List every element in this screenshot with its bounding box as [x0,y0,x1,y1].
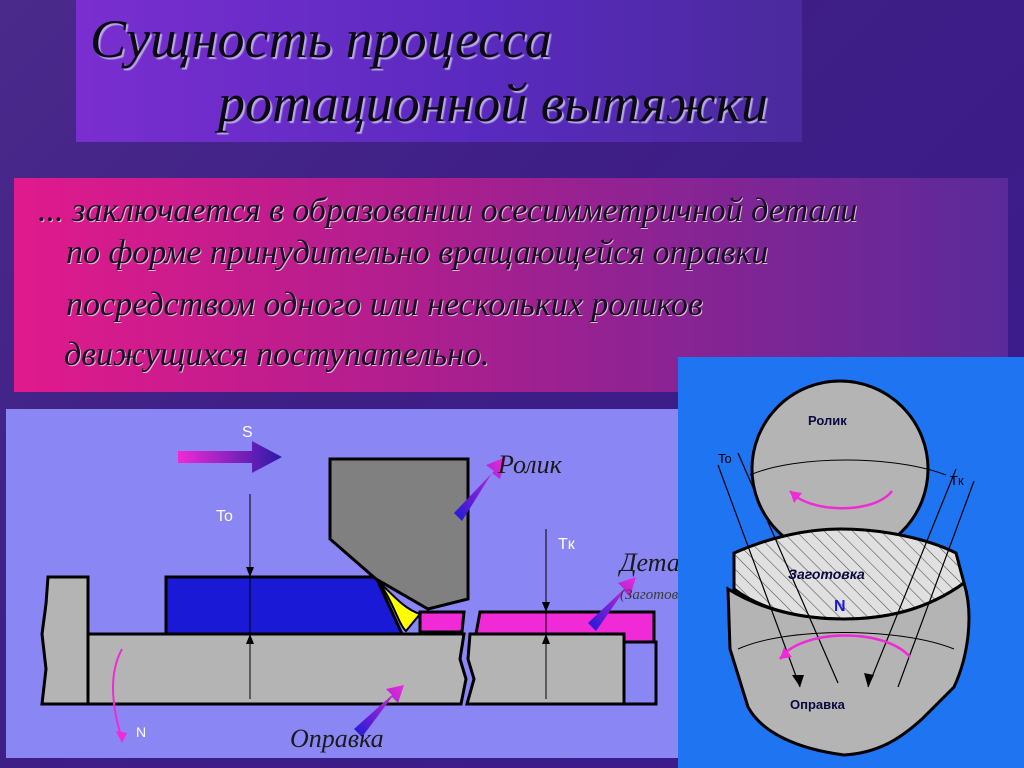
tk-guide-line-1 [867,468,957,688]
label-tk: Tк [558,536,576,553]
formed-part-left [418,610,466,634]
pointer-arrow-part [588,577,636,631]
mandrel-arc [737,632,955,650]
tk-guide-line-2 [897,480,975,688]
pointer-arrow-mandrel [354,685,404,737]
pointer-arrow-roller [454,457,506,521]
label-roller-right: Ролик [808,413,847,428]
roller-tool [328,457,470,611]
tk-arrow-bottom [542,634,550,644]
tk-arrow-top [542,602,550,612]
to-arrow-bottom [246,634,254,644]
tk-guide-arrow [864,673,874,687]
label-tk-right: Tк [950,473,964,488]
label-mandrel: Оправка [290,724,384,753]
label-blank-right: Заготовка [788,566,865,582]
to-guide-line-2 [737,452,839,684]
title-line-2: ротационной вытяжки [218,73,768,133]
label-blank: (Заготовка) [620,587,693,603]
mandrel-body [86,632,468,706]
label-to: To [216,508,233,525]
label-mandrel-right: Оправка [790,697,846,712]
process-section-diagram: To Tк S N Ролик Деталь (Заготовка) Оправ… [6,409,693,758]
definition-box: ... заключается в образовании осесимметр… [14,178,1008,392]
definition-line-1: ... заключается в образовании осесимметр… [38,192,858,229]
blank-workpiece [164,575,405,636]
mandrel-section [726,580,971,757]
deformation-zone [375,578,422,633]
to-arrow-top [246,567,254,577]
feed-arrow-s [178,441,282,473]
to-guide-arrow [792,675,804,687]
definition-line-4: движущихся поступательно. [64,336,490,373]
title-box: Сущность процесса ротационной вытяжки [76,0,802,142]
rotation-view-diagram: Ролик To Tк Заготовка N Оправка [678,357,1024,768]
label-roller: Ролик [497,450,563,479]
definition-line-2: по форме принудительно вращающейся оправ… [66,234,769,271]
rotation-arrowhead-n [116,731,127,743]
label-n: N [136,724,146,740]
roller-arc [749,459,947,476]
rotation-arrow-n [112,648,123,740]
roller-rotation-arrowhead [790,491,802,503]
definition-line-3: посредством одного или нескольких ролико… [66,286,703,323]
mandrel-rotation-arrow [778,634,911,660]
label-to-right: To [718,451,732,466]
mandrel-rotation-arrowhead [780,647,792,659]
mandrel-flange [40,575,90,706]
label-n-right: N [834,598,846,615]
formed-part-right [474,610,656,644]
title-line-1: Сущность процесса [90,9,552,69]
label-s: S [242,424,253,441]
